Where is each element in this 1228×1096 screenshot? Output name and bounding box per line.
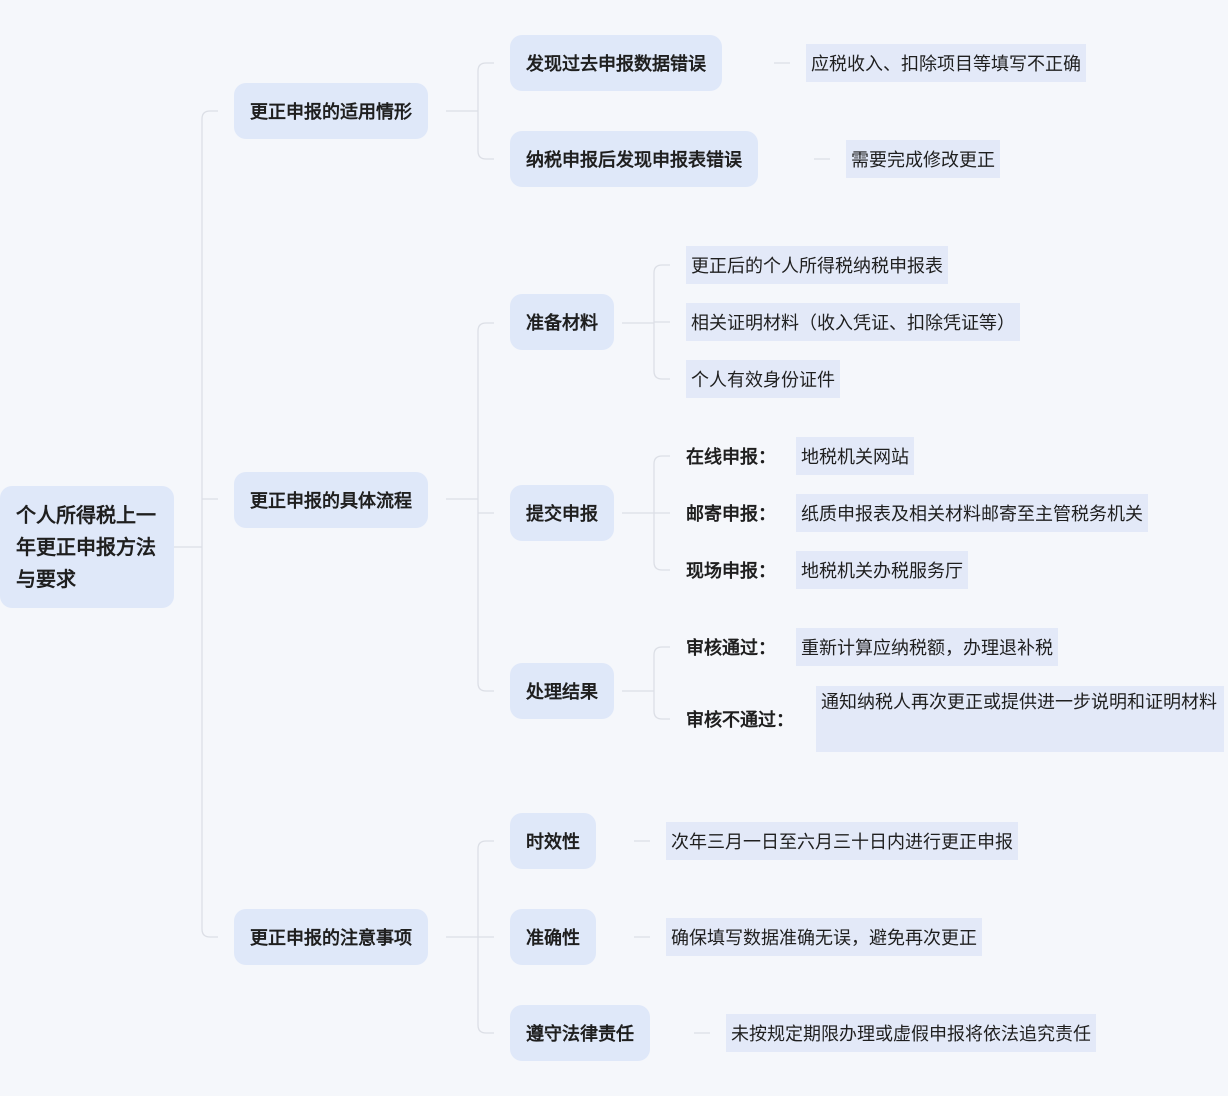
leaf-label: 未按规定期限办理或虚假申报将依法追究责任 xyxy=(731,1024,1091,1045)
leaf-submit-onsite[interactable]: 地税机关办税服务厅 xyxy=(796,551,968,589)
subtopic-label: 纳税申报后发现申报表错误 xyxy=(526,150,742,171)
topic-process[interactable]: 更正申报的具体流程 xyxy=(234,472,428,528)
result-pass-key: 审核通过： xyxy=(686,628,776,666)
leaf-timeliness-detail[interactable]: 次年三月一日至六月三十日内进行更正申报 xyxy=(666,822,1018,860)
subtopic-submit[interactable]: 提交申报 xyxy=(510,485,614,541)
leaf-material-id[interactable]: 个人有效身份证件 xyxy=(686,360,840,398)
topic-notes-label: 更正申报的注意事项 xyxy=(250,928,412,949)
leaf-submit-mail[interactable]: 纸质申报表及相关材料邮寄至主管税务机关 xyxy=(796,494,1148,532)
subtopic-label: 准确性 xyxy=(526,928,580,949)
leaf-result-pass[interactable]: 重新计算应纳税额，办理退补税 xyxy=(796,628,1058,666)
key-label: 现场申报： xyxy=(686,561,776,582)
topic-situations[interactable]: 更正申报的适用情形 xyxy=(234,83,428,139)
key-label: 在线申报： xyxy=(686,447,776,468)
key-label: 邮寄申报： xyxy=(686,504,776,525)
leaf-label: 地税机关办税服务厅 xyxy=(801,561,963,582)
leaf-data-error-detail[interactable]: 应税收入、扣除项目等填写不正确 xyxy=(806,44,1086,82)
leaf-label: 次年三月一日至六月三十日内进行更正申报 xyxy=(671,832,1013,853)
submit-onsite-key: 现场申报： xyxy=(686,551,776,589)
leaf-label: 应税收入、扣除项目等填写不正确 xyxy=(811,54,1081,75)
root-topic-label: 个人所得税上一年更正申报方法与要求 xyxy=(16,503,156,591)
leaf-result-fail[interactable]: 通知纳税人再次更正或提供进一步说明和证明材料 xyxy=(816,686,1224,752)
leaf-label: 个人有效身份证件 xyxy=(691,370,835,391)
subtopic-materials[interactable]: 准备材料 xyxy=(510,294,614,350)
subtopic-data-error[interactable]: 发现过去申报数据错误 xyxy=(510,35,722,91)
subtopic-form-error[interactable]: 纳税申报后发现申报表错误 xyxy=(510,131,758,187)
leaf-submit-online[interactable]: 地税机关网站 xyxy=(796,437,914,475)
leaf-label: 需要完成修改更正 xyxy=(851,150,995,171)
subtopic-label: 时效性 xyxy=(526,832,580,853)
subtopic-legal[interactable]: 遵守法律责任 xyxy=(510,1005,650,1061)
leaf-label: 确保填写数据准确无误，避免再次更正 xyxy=(671,928,977,949)
root-topic[interactable]: 个人所得税上一年更正申报方法与要求 xyxy=(0,486,174,608)
submit-online-key: 在线申报： xyxy=(686,437,776,475)
subtopic-result[interactable]: 处理结果 xyxy=(510,663,614,719)
key-label: 审核通过： xyxy=(686,638,776,659)
leaf-label: 重新计算应纳税额，办理退补税 xyxy=(801,638,1053,659)
subtopic-label: 遵守法律责任 xyxy=(526,1024,634,1045)
submit-mail-key: 邮寄申报： xyxy=(686,494,776,532)
leaf-material-form[interactable]: 更正后的个人所得税纳税申报表 xyxy=(686,246,948,284)
topic-situations-label: 更正申报的适用情形 xyxy=(250,102,412,123)
subtopic-label: 提交申报 xyxy=(526,504,598,525)
result-fail-key: 审核不通过： xyxy=(686,700,794,738)
leaf-label: 更正后的个人所得税纳税申报表 xyxy=(691,256,943,277)
key-label: 审核不通过： xyxy=(686,710,794,731)
leaf-legal-detail[interactable]: 未按规定期限办理或虚假申报将依法追究责任 xyxy=(726,1014,1096,1052)
topic-notes[interactable]: 更正申报的注意事项 xyxy=(234,909,428,965)
subtopic-timeliness[interactable]: 时效性 xyxy=(510,813,596,869)
leaf-label: 相关证明材料（收入凭证、扣除凭证等） xyxy=(691,313,1015,334)
subtopic-accuracy[interactable]: 准确性 xyxy=(510,909,596,965)
leaf-material-proof[interactable]: 相关证明材料（收入凭证、扣除凭证等） xyxy=(686,303,1020,341)
leaf-label: 纸质申报表及相关材料邮寄至主管税务机关 xyxy=(801,504,1143,525)
topic-process-label: 更正申报的具体流程 xyxy=(250,491,412,512)
subtopic-label: 准备材料 xyxy=(526,313,598,334)
subtopic-label: 处理结果 xyxy=(526,682,598,703)
subtopic-label: 发现过去申报数据错误 xyxy=(526,54,706,75)
leaf-label: 地税机关网站 xyxy=(801,447,909,468)
leaf-accuracy-detail[interactable]: 确保填写数据准确无误，避免再次更正 xyxy=(666,918,982,956)
leaf-form-error-detail[interactable]: 需要完成修改更正 xyxy=(846,140,1000,178)
leaf-label: 通知纳税人再次更正或提供进一步说明和证明材料 xyxy=(821,692,1217,713)
